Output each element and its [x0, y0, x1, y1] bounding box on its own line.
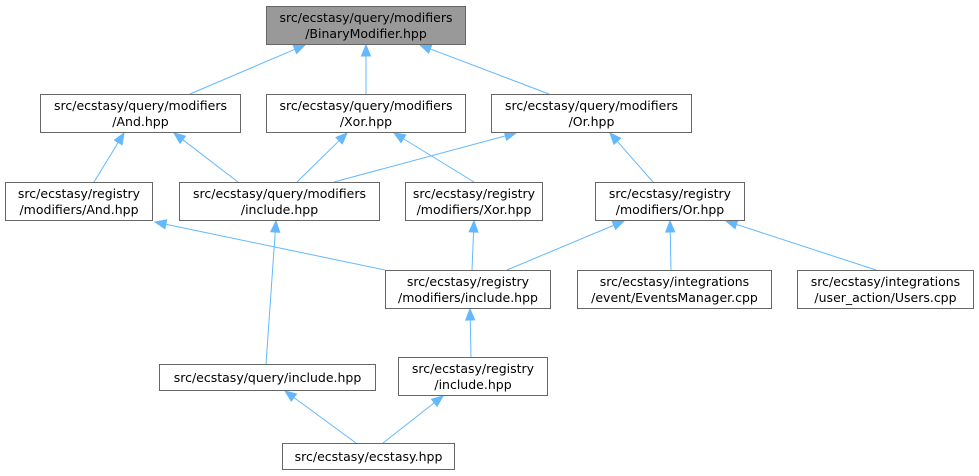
node-users-cpp[interactable]: src/ecstasy/integrations /user_action/Us… [797, 270, 974, 309]
edge-registry_and-to-query_and [93, 142, 119, 183]
node-line: src/ecstasy/query/modifiers [279, 9, 453, 25]
node-line: /Xor.hpp [339, 113, 393, 129]
node-line: /modifiers/include.hpp [398, 289, 538, 305]
node-line: src/ecstasy/registry [406, 273, 530, 289]
edge-query_and-to-binary_modifier [189, 48, 296, 95]
arrowhead-registry_include-to-registry_modifiers_include [464, 307, 476, 321]
node-ecstasy-hpp[interactable]: src/ecstasy/ecstasy.hpp [282, 443, 455, 470]
node-line: src/ecstasy/query/modifiers [279, 97, 453, 113]
node-line: src/ecstasy/registry [17, 185, 141, 201]
arrowhead-registry_modifiers_include-to-registry_and [153, 219, 168, 230]
edge-registry_modifiers_include-to-registry_xor [471, 231, 475, 271]
arrowhead-events_manager-to-registry_or [664, 219, 676, 233]
node-line: /include.hpp [240, 201, 319, 217]
node-line: /modifiers/Or.hpp [615, 201, 725, 217]
node-line: src/ecstasy/query/include.hpp [173, 369, 362, 385]
node-line: /And.hpp [112, 113, 169, 129]
node-line: /Or.hpp [568, 113, 615, 129]
arrowhead-registry_and-to-query_and [113, 131, 125, 146]
node-line: /BinaryModifier.hpp [305, 25, 427, 41]
node-registry-xor[interactable]: src/ecstasy/registry /modifiers/Xor.hpp [405, 182, 543, 221]
node-line: /include.hpp [434, 376, 512, 392]
node-line: src/ecstasy/query/modifiers [54, 97, 227, 113]
arrowhead-query_xor-to-binary_modifier [360, 43, 372, 57]
node-line: src/ecstasy/registry [411, 360, 535, 376]
node-registry-and[interactable]: src/ecstasy/registry /modifiers/And.hpp [5, 182, 153, 221]
edge-query_modifiers_include-to-query_or [333, 135, 506, 183]
arrowhead-users_cpp-to-registry_or [724, 219, 739, 230]
edge-query_include-to-query_modifiers_include [265, 231, 276, 365]
arrowhead-registry_xor-to-query_xor [392, 132, 407, 144]
node-query-modifiers-include[interactable]: src/ecstasy/query/modifiers /include.hpp [179, 182, 380, 221]
edge-query_modifiers_include-to-query_and [182, 139, 239, 183]
arrowhead-query_modifiers_include-to-query_xor [335, 132, 348, 145]
node-registry-modifiers-include[interactable]: src/ecstasy/registry /modifiers/include.… [385, 270, 551, 309]
node-line: /modifiers/And.hpp [19, 201, 139, 217]
arrowhead-query_modifiers_include-to-query_and [172, 132, 187, 145]
arrowhead-ecstasy_hpp-to-query_include [283, 390, 298, 403]
node-line: src/ecstasy/ecstasy.hpp [294, 448, 443, 464]
edge-events_manager-to-registry_or [669, 231, 672, 271]
arrowhead-registry_modifiers_include-to-registry_or [611, 220, 626, 231]
arrowhead-registry_or-to-query_or [609, 132, 622, 146]
node-line: /event/EventsManager.cpp [591, 289, 758, 305]
arrowhead-query_or-to-binary_modifier [418, 44, 433, 54]
node-events-manager[interactable]: src/ecstasy/integrations /event/EventsMa… [577, 270, 772, 309]
node-line: src/ecstasy/integrations [599, 273, 750, 289]
node-line: src/ecstasy/integrations [810, 273, 961, 289]
edge-ecstasy_hpp-to-query_include [293, 397, 357, 444]
edge-query_modifiers_include-to-query_xor [296, 140, 340, 183]
node-query-include[interactable]: src/ecstasy/query/include.hpp [159, 364, 376, 391]
node-registry-or[interactable]: src/ecstasy/registry /modifiers/Or.hpp [595, 182, 745, 221]
node-line: src/ecstasy/query/modifiers [193, 185, 366, 201]
edge-users_cpp-to-registry_or [736, 223, 877, 271]
node-binary-modifier[interactable]: src/ecstasy/query/modifiers /BinaryModif… [266, 6, 466, 45]
node-line: /modifiers/Xor.hpp [416, 201, 532, 217]
edge-registry_modifiers_include-to-registry_and [165, 223, 386, 271]
arrowhead-registry_modifiers_include-to-registry_xor [468, 219, 479, 233]
edge-registry_xor-to-query_xor [403, 138, 475, 183]
edge-registry_or-to-query_or [616, 140, 654, 183]
node-registry-include[interactable]: src/ecstasy/registry /include.hpp [398, 357, 548, 396]
node-query-and[interactable]: src/ecstasy/query/modifiers /And.hpp [40, 94, 241, 133]
node-line: src/ecstasy/registry [412, 185, 536, 201]
node-query-xor[interactable]: src/ecstasy/query/modifiers /Xor.hpp [266, 94, 466, 133]
node-line: src/ecstasy/query/modifiers [505, 97, 678, 113]
edge-registry_modifiers_include-to-registry_or [506, 224, 615, 271]
node-line: src/ecstasy/registry [608, 185, 732, 201]
edge-registry_include-to-registry_modifiers_include [469, 319, 472, 358]
edge-ecstasy_hpp-to-registry_include [382, 402, 435, 444]
node-line: /user_action/Users.cpp [814, 289, 957, 305]
edge-query_or-to-binary_modifier [430, 48, 550, 95]
arrowhead-query_and-to-binary_modifier [292, 44, 307, 55]
node-query-or[interactable]: src/ecstasy/query/modifiers /Or.hpp [491, 94, 692, 133]
arrowhead-ecstasy_hpp-to-registry_include [430, 395, 445, 408]
arrowhead-query_include-to-query_modifiers_include [269, 219, 281, 233]
